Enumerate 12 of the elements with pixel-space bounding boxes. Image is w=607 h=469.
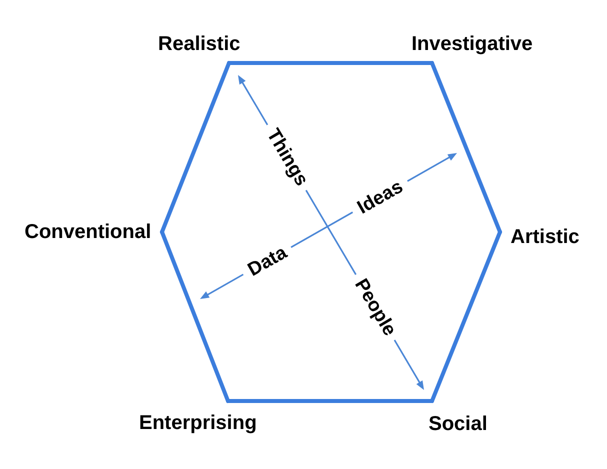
corner-label: Conventional (24, 222, 162, 242)
corner-label: Social (428, 401, 488, 434)
corner-label: Artistic (500, 227, 580, 247)
hexagon-side (430, 230, 502, 403)
corner-label: Investigative (412, 34, 533, 63)
corner-label: Realistic (158, 34, 240, 63)
hexagon-side (227, 61, 434, 65)
hexagon-side (430, 61, 502, 234)
hexagon-side (226, 399, 434, 403)
hexagon-side (160, 61, 231, 234)
corner-label: Enterprising (139, 401, 257, 433)
hexagon-side (160, 230, 230, 403)
